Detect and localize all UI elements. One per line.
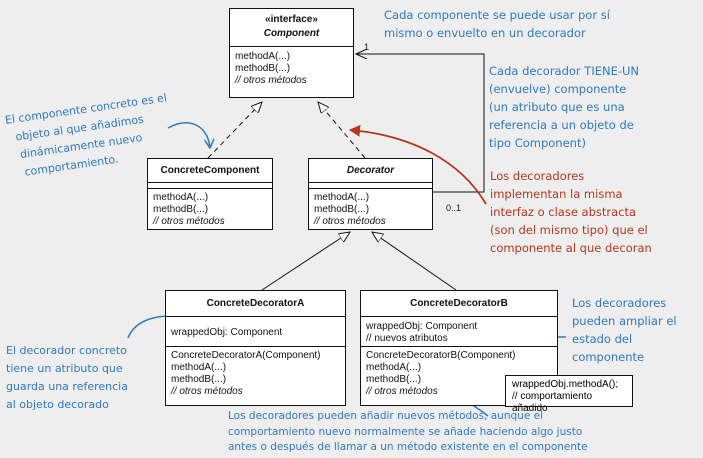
component-stereotype: «interface» (265, 14, 318, 25)
method: methodA(...) (171, 362, 227, 373)
multiplicity-one: 1 (364, 42, 370, 52)
note-wraps-reference: El decorador concreto tiene un atributo … (6, 344, 128, 411)
decorator-methods: methodA(...) methodB(...) // otros métod… (309, 189, 432, 230)
generalization-decorator-a (261, 232, 350, 291)
concretedecoratora-attributes: wrappedObj: Component (166, 317, 345, 347)
realization-decorator (318, 102, 366, 159)
generalization-decorator-b (372, 232, 457, 291)
method: // otros métodos (171, 386, 243, 397)
code-line: wrappedObj.methodA(); (512, 379, 619, 390)
method: // otros métodos (314, 216, 386, 227)
attribute: // nuevos atributos (366, 333, 448, 344)
arrow-to-concretecomponent (167, 122, 210, 148)
class-component: «interface» Component methodA(...) metho… (229, 8, 354, 98)
code-line: // comportamiento añadido (512, 391, 593, 414)
code-note: wrappedObj.methodA(); // comportamiento … (505, 375, 633, 414)
method: methodA(...) (366, 362, 422, 373)
class-concretecomponent: ConcreteComponent methodA(...) methodB(.… (147, 158, 273, 230)
concretedecoratorb-name: ConcreteDecoratorB (361, 291, 557, 317)
attribute: wrappedObj: Component (366, 321, 478, 332)
method: methodB(...) (366, 374, 422, 385)
class-concretedecoratora: ConcreteDecoratorA wrappedObj: Component… (165, 290, 346, 406)
concretedecoratora-methods: ConcreteDecoratorA(Component) methodA(..… (166, 347, 345, 400)
method: // otros métodos (235, 75, 307, 86)
method: ConcreteDecoratorA(Component) (171, 350, 321, 361)
method: methodA(...) (235, 51, 291, 62)
concretecomponent-methods: methodA(...) methodB(...) // otros métod… (148, 189, 272, 230)
method: // otros métodos (366, 386, 438, 397)
method: methodA(...) (314, 192, 370, 203)
arrow-same-interface (349, 124, 487, 205)
method: methodB(...) (153, 204, 209, 215)
class-decorator: Decorator methodA(...) methodB(...) // o… (308, 158, 433, 230)
concretedecoratora-name: ConcreteDecoratorA (166, 291, 345, 317)
method: methodB(...) (235, 63, 291, 74)
note-top-right: Cada componente se puede usar por sí mis… (384, 8, 610, 40)
realization-concretecomponent (207, 102, 262, 159)
note-has-a: Cada decorador TIENE-UN (envuelve) compo… (489, 64, 640, 150)
concretecomponent-fields (148, 183, 272, 189)
method: methodB(...) (314, 204, 370, 215)
decorator-fields (309, 183, 432, 189)
method: methodA(...) (153, 192, 209, 203)
concretecomponent-name: ConcreteComponent (148, 159, 272, 183)
concretedecoratorb-methods: ConcreteDecoratorB(Component) methodA(..… (361, 347, 557, 400)
note-new-methods: Los decoradores pueden añadir nuevos mét… (228, 410, 588, 453)
component-name: Component (263, 28, 320, 39)
concretedecoratorb-attributes: wrappedObj: Component // nuevos atributo… (361, 317, 557, 347)
note-extend-state: Los decoradores pueden ampliar el estado… (572, 296, 677, 364)
decorator-name: Decorator (309, 159, 432, 183)
method: methodB(...) (171, 374, 227, 385)
multiplicity-zero-one: 0..1 (446, 203, 462, 213)
method: ConcreteDecoratorB(Component) (366, 350, 516, 361)
association-wraps (356, 54, 485, 193)
method: // otros métodos (153, 216, 225, 227)
component-methods: methodA(...) methodB(...) // otros métod… (230, 47, 353, 89)
attribute: wrappedObj: Component (171, 327, 283, 338)
note-same-interface: Los decoradores implementan la misma int… (490, 169, 652, 255)
